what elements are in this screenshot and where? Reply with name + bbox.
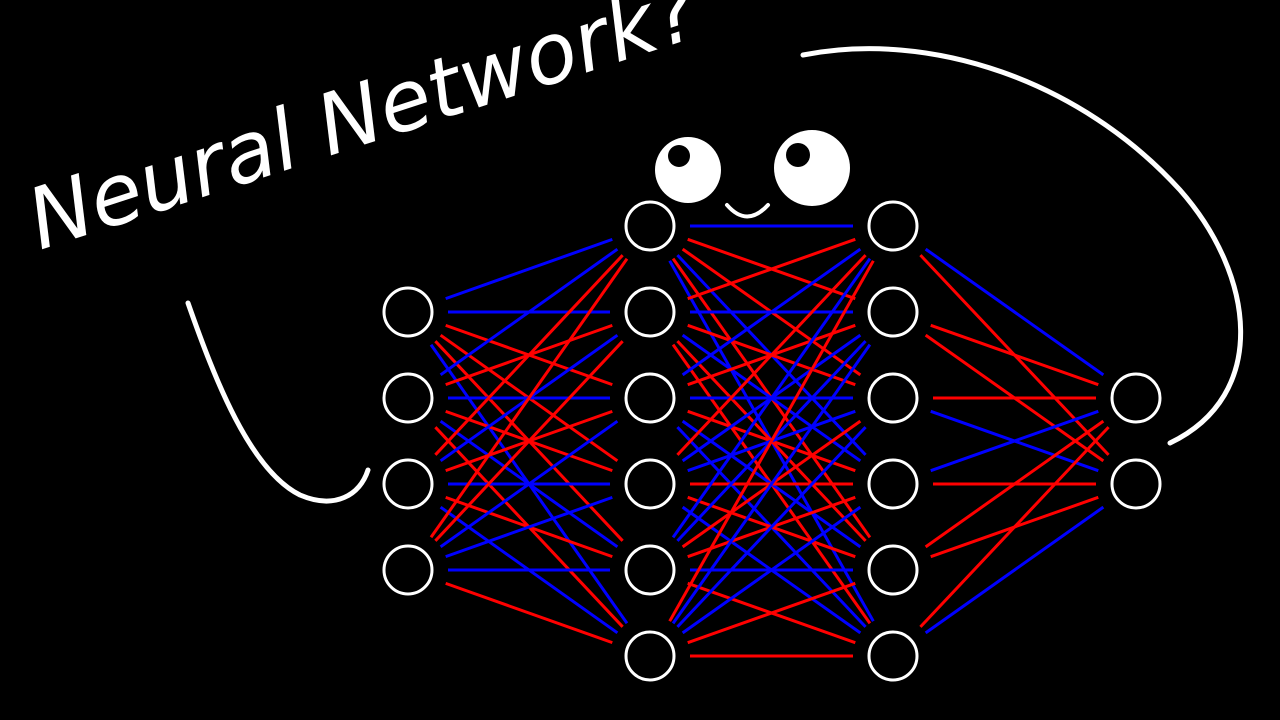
node-l0-3: [382, 544, 434, 596]
left-curved-arrow: [185, 300, 371, 504]
edge-l2-0-0: [924, 247, 1105, 377]
node-l1-0: [624, 200, 676, 252]
edge-l1-5-2: [676, 426, 867, 628]
edge-l1-2-0: [681, 247, 862, 377]
node-l0-0: [382, 286, 434, 338]
edge-l1-3-0: [676, 254, 867, 456]
right-eye: [774, 130, 850, 206]
edge-l0-3-2: [439, 419, 619, 549]
node-l3-1: [1110, 458, 1162, 510]
right-curved-arrow: [800, 46, 1244, 446]
edge-l2-5-1: [924, 505, 1105, 635]
edge-l0-3-0: [429, 257, 629, 539]
node-l0-1: [382, 372, 434, 424]
node-l1-2: [624, 372, 676, 424]
edge-l1-4-0: [671, 257, 872, 539]
googly-eyes-smile-icon: [655, 130, 850, 219]
edge-l0-3-1: [434, 340, 624, 542]
edge-l2-1-0: [930, 323, 1099, 387]
left-eye: [655, 137, 721, 203]
node-l1-3: [624, 458, 676, 510]
edge-l1-5-0: [668, 260, 875, 622]
edge-l1-1-0: [687, 237, 856, 301]
smile: [725, 203, 770, 219]
node-l2-1: [867, 286, 919, 338]
edge-l0-3-5: [445, 581, 613, 645]
network-nodes: [382, 200, 1162, 682]
right-pupil: [786, 143, 810, 167]
edge-l0-2-0: [434, 254, 624, 456]
edge-l2-5-0: [919, 426, 1110, 628]
node-l2-4: [867, 544, 919, 596]
edge-l0-1-0: [439, 247, 619, 377]
edge-l2-4-0: [924, 419, 1105, 549]
left-pupil: [668, 145, 690, 167]
edge-l1-5-3: [681, 505, 862, 635]
node-l3-0: [1110, 372, 1162, 424]
network-edges: [429, 224, 1110, 658]
node-l2-5: [867, 630, 919, 682]
node-l1-1: [624, 286, 676, 338]
node-l2-2: [867, 372, 919, 424]
edge-l2-3-0: [930, 409, 1099, 473]
edge-l1-5-4: [687, 581, 856, 645]
node-l1-4: [624, 544, 676, 596]
node-l0-2: [382, 458, 434, 510]
edge-l1-5-1: [671, 343, 872, 625]
node-l2-3: [867, 458, 919, 510]
edge-l0-0-0: [445, 237, 613, 301]
node-l2-0: [867, 200, 919, 252]
node-l1-5: [624, 630, 676, 682]
edge-l0-3-3: [445, 495, 613, 559]
